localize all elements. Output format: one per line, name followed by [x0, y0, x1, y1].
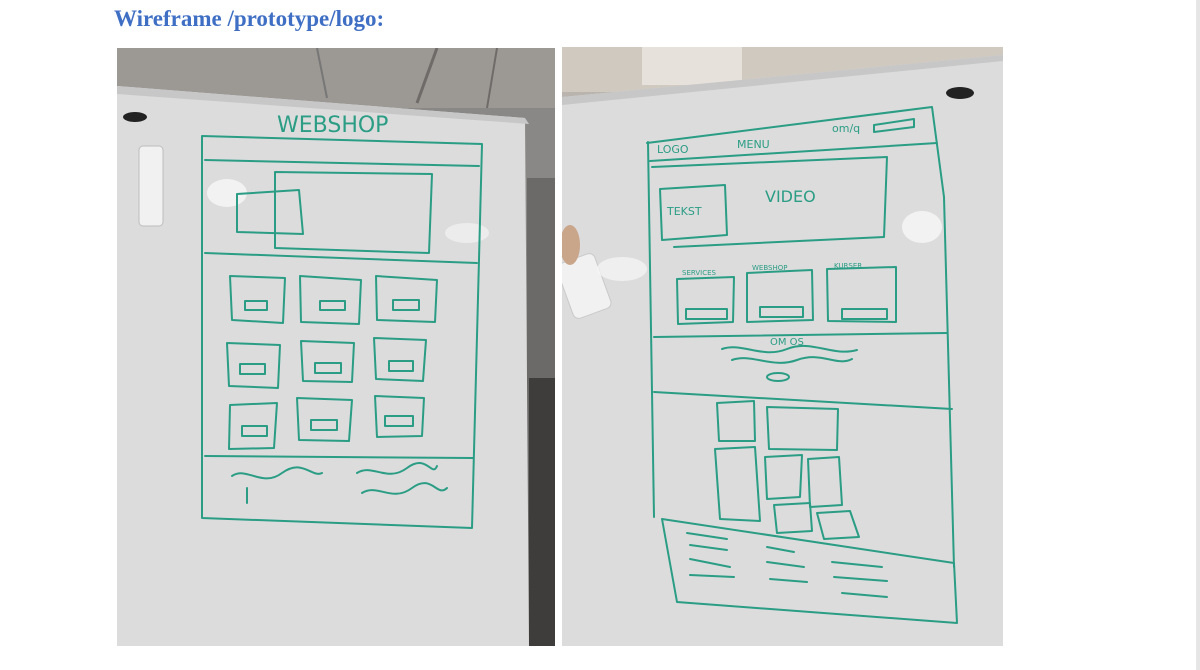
- whiteboard-label-webshop: WEBSHOP: [277, 113, 388, 138]
- wireframe-tekst-label: TEKST: [666, 205, 702, 218]
- photo-homepage-wireframe: LOGO MENU om/q VIDEO TEKST SERVICES WEBS…: [562, 47, 1003, 646]
- wireframe-video-label: VIDEO: [765, 187, 816, 206]
- wireframe-section-services: SERVICES: [682, 269, 717, 277]
- wireframe-topright-label: om/q: [832, 122, 860, 135]
- photo-webshop-wireframe: WEBSHOP: [117, 48, 555, 646]
- page-heading: Wireframe /prototype/logo:: [114, 6, 385, 31]
- wireframe-logo-label: LOGO: [657, 143, 689, 156]
- wireframe-about-label: OM OS: [770, 337, 804, 348]
- wireframe-section-webshop: WEBSHOP: [752, 264, 787, 272]
- wireframe-menu-label: MENU: [737, 138, 770, 151]
- wireframe-section-kurser: KURSER: [834, 262, 862, 270]
- page-edge: [1196, 0, 1200, 670]
